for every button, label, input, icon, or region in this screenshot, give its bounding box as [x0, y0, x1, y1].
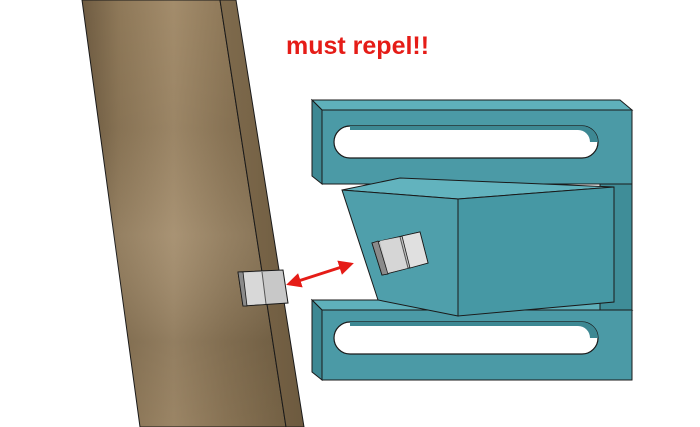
board-magnet-highlight: [240, 272, 266, 305]
lower-bracket-slot-depth: [350, 322, 598, 338]
wooden-board-shading: [82, 0, 286, 427]
upper-bracket-left-face: [311, 98, 323, 186]
upper-bracket-bar: [310, 98, 634, 186]
angled-block-front-face: [457, 186, 615, 317]
lower-bracket-left-face: [311, 298, 323, 382]
block-magnet-dark-edge: [371, 240, 389, 276]
board-magnet-shadow-left: [237, 271, 248, 307]
wooden-board: [81, 0, 305, 427]
block-magnet: [371, 231, 429, 276]
upper-bracket-slot-depth: [350, 126, 598, 142]
board-magnet: [237, 269, 289, 307]
upper-bracket-slot: [333, 125, 599, 159]
block-magnet-right: [401, 231, 429, 269]
repel-arrow: [286, 260, 354, 288]
board-magnet-seam: [261, 271, 267, 305]
block-magnet-highlight: [380, 237, 408, 273]
repel-annotation-text: must repel!!: [286, 32, 430, 60]
upper-bracket-top-face: [310, 99, 634, 111]
block-magnet-seam: [399, 236, 409, 269]
lower-bracket-slot: [333, 321, 599, 355]
